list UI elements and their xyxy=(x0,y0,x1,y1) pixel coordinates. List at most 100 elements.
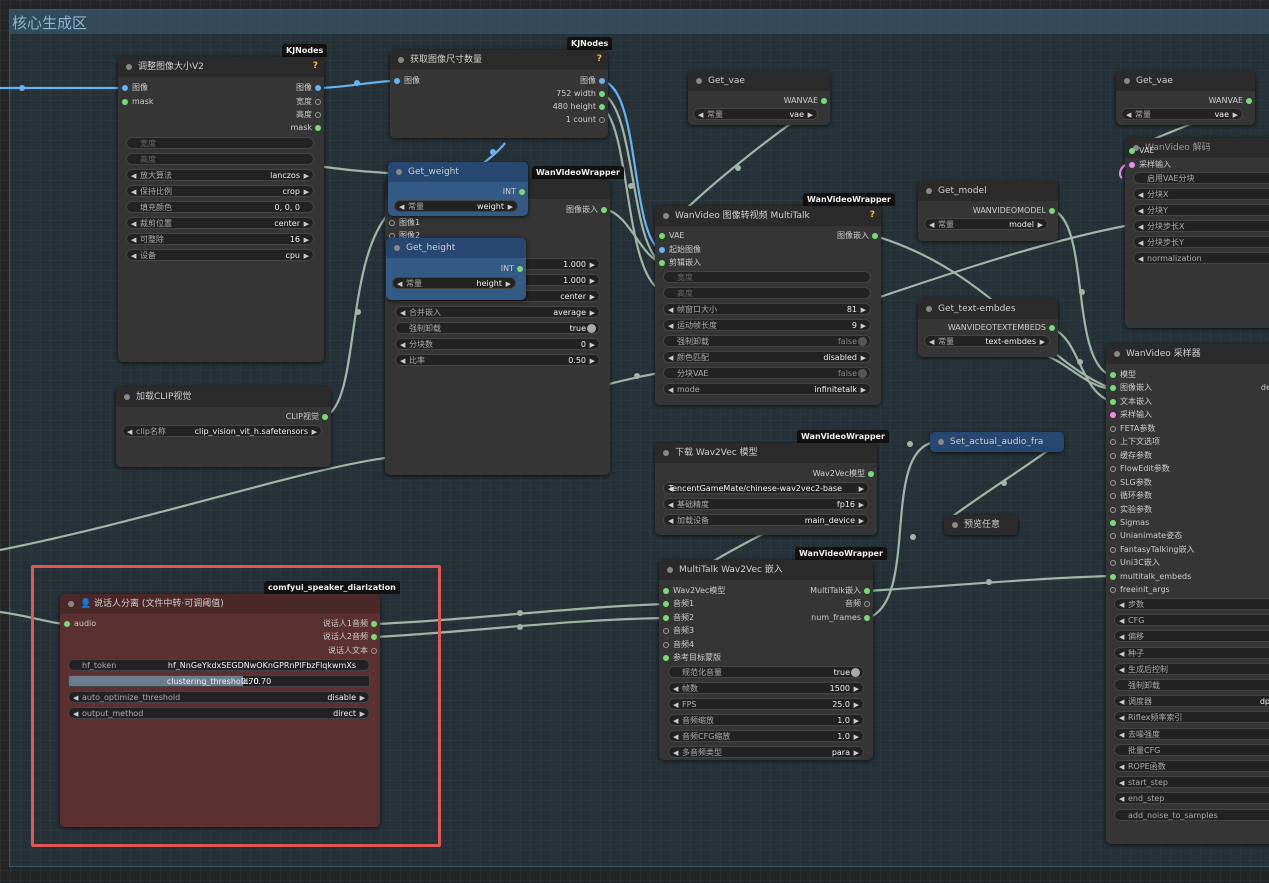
slot-dot-icon[interactable] xyxy=(663,615,669,621)
widget-tile-y[interactable]: 分块Y xyxy=(1133,204,1269,216)
slot-dot-icon[interactable] xyxy=(1110,425,1116,432)
input-clip-embeds[interactable]: 剪辑嵌入 xyxy=(655,256,755,270)
slot-dot-icon[interactable] xyxy=(1110,412,1116,419)
sampler-widget-9[interactable]: 批量CFG xyxy=(1114,743,1269,756)
slot-dot-icon[interactable] xyxy=(1110,519,1116,526)
output-int[interactable]: INT xyxy=(398,185,528,199)
widget-tile-stride-x[interactable]: 分块步长X xyxy=(1133,220,1269,232)
sampler-widget-8[interactable]: 去噪强度 xyxy=(1114,727,1269,740)
input-audio-3[interactable]: 音频3 xyxy=(659,624,759,638)
slot-dot-icon[interactable] xyxy=(659,247,665,253)
node-title[interactable]: Get_vae xyxy=(1116,71,1255,91)
node-preview-any[interactable]: 预览任意 xyxy=(944,515,1018,535)
slot-dot-icon[interactable] xyxy=(1110,398,1116,405)
node-load-clip-vision[interactable]: 加载CLIP视觉 CLIP视觉 clip名称clip_vision_vit_h.… xyxy=(116,387,331,467)
slot-dot-icon[interactable] xyxy=(389,220,395,226)
slot-dot-icon[interactable] xyxy=(394,78,400,84)
output-wanvae[interactable]: WANVAE xyxy=(700,94,830,108)
output-wav2vec-model[interactable]: Wav2Vec模型 xyxy=(757,467,877,481)
output-width[interactable]: 宽度 xyxy=(224,95,324,109)
slot-dot-icon[interactable] xyxy=(1246,98,1252,104)
input-image-1[interactable]: 图像1 xyxy=(385,216,465,230)
sampler-input-16[interactable]: freeinit_args xyxy=(1106,583,1226,597)
slot-dot-icon[interactable] xyxy=(821,98,827,104)
slot-dot-icon[interactable] xyxy=(517,266,523,272)
slot-dot-icon[interactable] xyxy=(601,207,607,213)
input-image[interactable]: 图像 xyxy=(390,74,480,88)
slot-dot-icon[interactable] xyxy=(1110,506,1116,513)
slot-dot-icon[interactable] xyxy=(322,414,328,420)
sampler-input-2[interactable]: 文本嵌入 xyxy=(1106,395,1226,409)
slot-dot-icon[interactable] xyxy=(864,615,870,621)
help-icon[interactable]: ? xyxy=(312,61,318,71)
sampler-widget-5[interactable]: 强制卸载 xyxy=(1114,679,1269,691)
sampler-input-12[interactable]: Unianimate姿态 xyxy=(1106,529,1226,543)
sampler-widget-1[interactable]: CFG xyxy=(1114,614,1269,627)
slot-dot-icon[interactable] xyxy=(64,621,70,627)
slot-dot-icon[interactable] xyxy=(659,260,665,266)
slot-dot-icon[interactable] xyxy=(599,91,605,97)
sampler-widget-11[interactable]: start_step xyxy=(1114,776,1269,789)
output-speaker-text[interactable]: 说话人文本 xyxy=(260,644,380,658)
slot-dot-icon[interactable] xyxy=(1110,385,1116,392)
sampler-input-5[interactable]: 上下文选项 xyxy=(1106,435,1226,449)
sampler-input-14[interactable]: Uni3C嵌入 xyxy=(1106,556,1226,570)
slot-dot-icon[interactable] xyxy=(599,104,605,110)
input-audio[interactable]: audio xyxy=(60,617,160,631)
sampler-input-4[interactable]: FETA参数 xyxy=(1106,422,1226,436)
input-vae[interactable]: VAE xyxy=(1125,144,1225,158)
node-multitalk-wav2vec-embeds[interactable]: MultiTalk Wav2Vec 嵌入 Wav2Vec模型 音频1 音频2 音… xyxy=(659,560,873,760)
sampler-widget-3[interactable]: 种子 xyxy=(1114,646,1269,659)
sampler-input-1[interactable]: 图像嵌入 xyxy=(1106,381,1226,395)
node-wanvideo-sampler[interactable]: WanVideo 采样器 den 模型图像嵌入文本嵌入采样输入FETA参数上下文… xyxy=(1106,344,1269,844)
node-title[interactable]: Get_vae xyxy=(688,71,830,91)
output-image[interactable]: 图像 xyxy=(498,74,608,88)
sampler-widget-4[interactable]: 生成后控制 xyxy=(1114,662,1269,675)
sampler-input-7[interactable]: FlowEdit参数 xyxy=(1106,462,1226,476)
sampler-widget-7[interactable]: Riflex频率索引 xyxy=(1114,711,1269,724)
slot-dot-icon[interactable] xyxy=(122,99,128,105)
output-wanvideomodel[interactable]: WANVIDEOMODEL xyxy=(928,204,1058,218)
widget-width[interactable]: 宽度 xyxy=(126,137,314,149)
slot-dot-icon[interactable] xyxy=(663,588,669,594)
node-title[interactable]: 加载CLIP视觉 xyxy=(116,387,331,407)
node-speaker-diarization[interactable]: 👤 说话人分离 (文件中转·可调阈值) audio 说话人1音频 说话人2音频 … xyxy=(60,594,380,827)
output-audio[interactable]: 音频 xyxy=(773,597,873,611)
input-audio-2[interactable]: 音频2 xyxy=(659,611,759,625)
output-wanvae[interactable]: WANVAE xyxy=(1125,94,1255,108)
node-title[interactable]: Set_actual_audio_fra xyxy=(930,432,1064,452)
node-get-image-size[interactable]: 获取图像尺寸数量 ? 图像 图像 752 width 480 height 1 … xyxy=(390,50,608,138)
slot-dot-icon[interactable] xyxy=(315,112,321,118)
node-wanvideo-i2v-multitalk[interactable]: WanVideo 图像转视频 MultiTalk ? VAE 起始图像 剪辑嵌入… xyxy=(655,206,881,405)
slot-dot-icon[interactable] xyxy=(864,601,870,607)
slot-dot-icon[interactable] xyxy=(315,99,321,105)
slot-dot-icon[interactable] xyxy=(315,85,321,91)
input-audio-4[interactable]: 音频4 xyxy=(659,638,759,652)
output-image-embeds[interactable]: 图像嵌入 xyxy=(510,203,610,217)
node-get-text-embeds[interactable]: Get_text-embdes WANVIDEOTEXTEMBEDS 常量tex… xyxy=(918,299,1058,357)
slot-dot-icon[interactable] xyxy=(1110,546,1116,553)
node-title[interactable]: WanVideo 采样器 xyxy=(1106,344,1269,364)
widget-height[interactable]: 高度 xyxy=(663,287,871,299)
node-title[interactable]: MultiTalk Wav2Vec 嵌入 xyxy=(659,560,873,580)
sampler-input-15[interactable]: multitalk_embeds xyxy=(1106,570,1226,584)
